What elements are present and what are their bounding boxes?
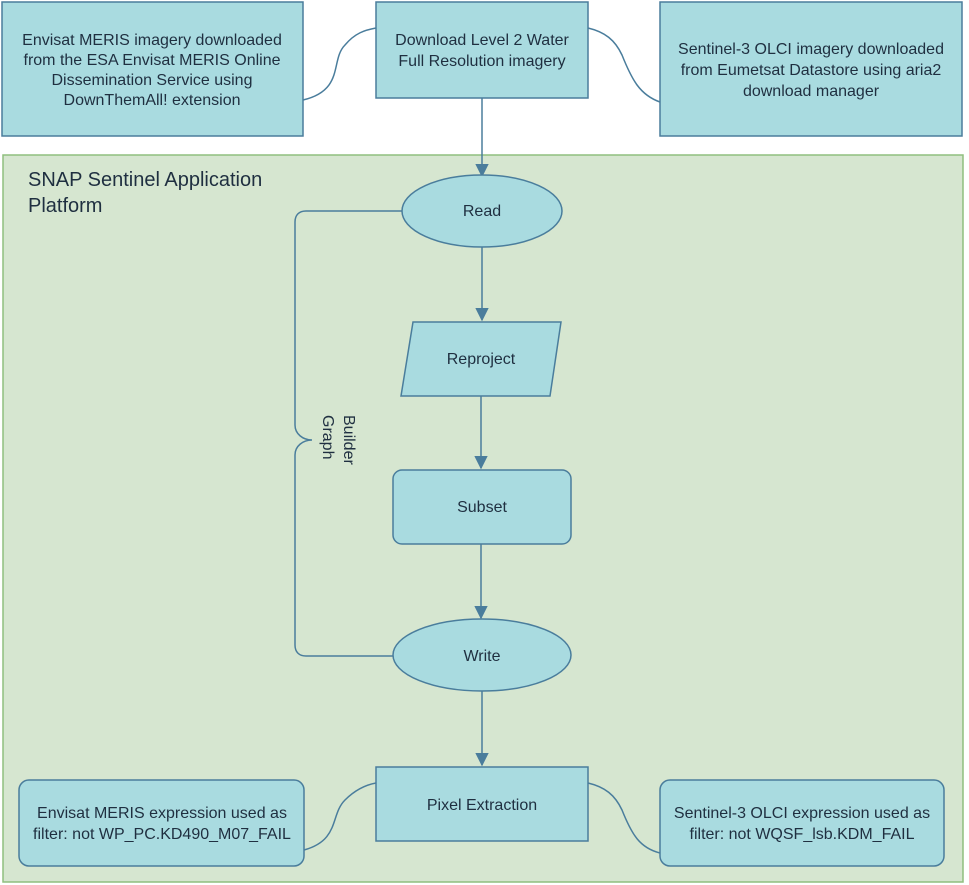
graph-builder-label-line2: Builder xyxy=(340,415,357,465)
sentinel-source-line2: from Eumetsat Datastore using aria2 xyxy=(681,62,942,79)
download-line2: Full Resolution imagery xyxy=(398,53,565,70)
envisat-expression-line2: filter: not WP_PC.KD490_M07_FAIL xyxy=(33,826,291,843)
download-box xyxy=(375,1,589,99)
envisat-source-box xyxy=(1,1,304,137)
envisat-source-line2: from the ESA Envisat MERIS Online xyxy=(24,52,281,69)
platform-title-line2: Platform xyxy=(28,195,102,217)
graph-builder-brace xyxy=(294,210,402,657)
sentinel-expression-connector xyxy=(587,782,661,854)
pixel-extraction-node xyxy=(375,766,589,842)
sentinel-expression-line2: filter: not WQSF_lsb.KDM_FAIL xyxy=(690,826,915,843)
read-label: Read xyxy=(463,203,501,220)
download-to-sentinel-connector xyxy=(587,27,661,103)
sentinel-source-line1: Sentinel-3 OLCI imagery downloaded xyxy=(678,41,944,58)
envisat-source-line4: DownThemAll! extension xyxy=(64,92,241,109)
subset-node xyxy=(392,469,572,545)
envisat-source-line1: Envisat MERIS imagery downloaded xyxy=(22,32,282,49)
sentinel-expression-line1: Sentinel-3 OLCI expression used as xyxy=(674,805,930,822)
sentinel-source-box xyxy=(659,1,963,137)
write-label: Write xyxy=(463,648,500,665)
graph-builder-label-line1: Graph xyxy=(319,415,336,459)
reproject-node xyxy=(400,321,562,397)
reproject-label: Reproject xyxy=(447,351,516,368)
envisat-expression-connector xyxy=(303,782,377,851)
sentinel-source-line3: download manager xyxy=(743,83,880,100)
download-line1: Download Level 2 Water xyxy=(395,32,569,49)
platform-title-line1: SNAP Sentinel Application xyxy=(28,169,262,191)
sentinel-expression-box xyxy=(659,779,945,867)
envisat-to-download-connector xyxy=(302,27,377,101)
subset-label: Subset xyxy=(457,499,507,516)
envisat-source-line3: Dissemination Service using xyxy=(52,72,253,89)
envisat-expression-box xyxy=(18,779,305,867)
pixel-extraction-label: Pixel Extraction xyxy=(427,797,537,814)
envisat-expression-line1: Envisat MERIS expression used as xyxy=(37,805,287,822)
